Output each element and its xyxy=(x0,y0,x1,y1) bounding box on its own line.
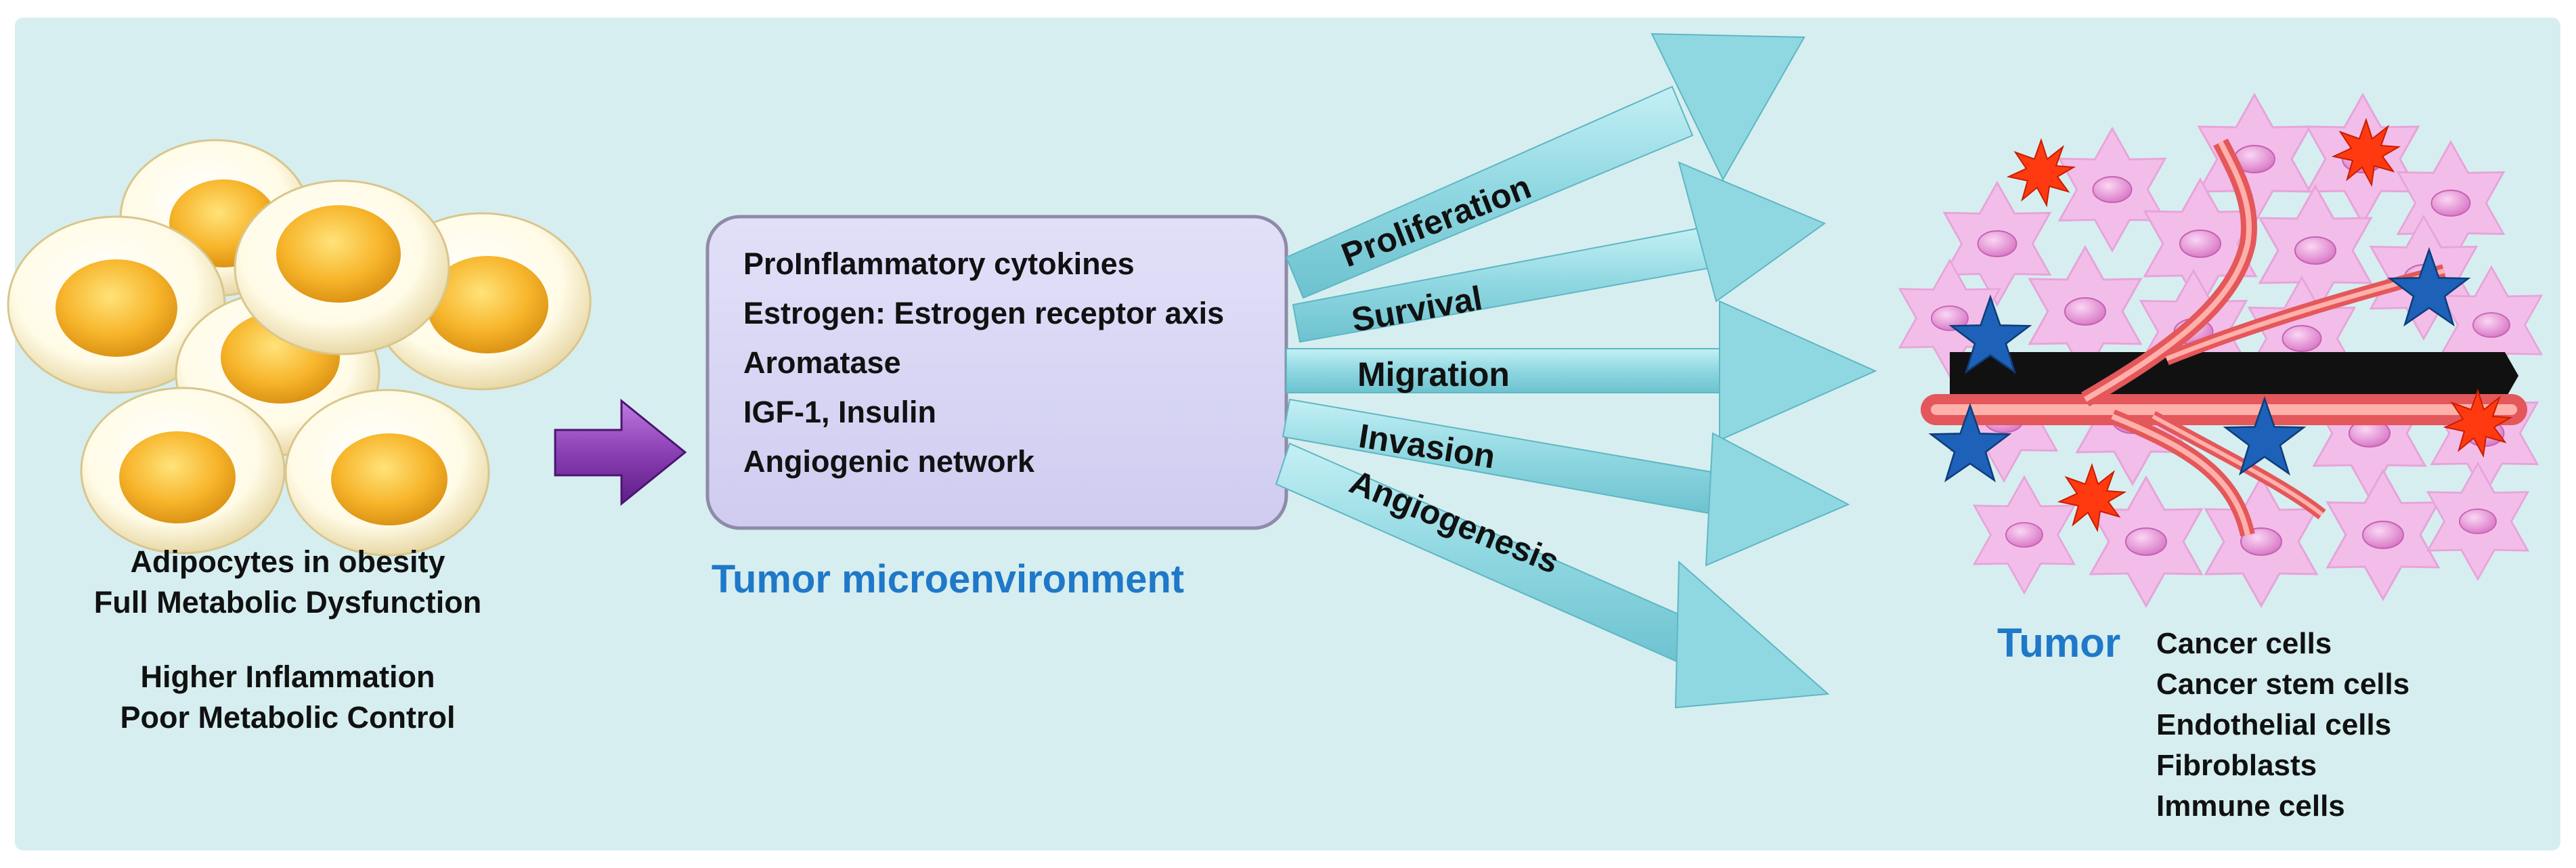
adipocyte-caption-line4: Poor Metabolic Control xyxy=(121,700,456,735)
effect-label-migration: Migration xyxy=(1357,355,1510,393)
tumor-components-list: Cancer cells Cancer stem cells Endotheli… xyxy=(2156,627,2409,823)
factor-item: ProInflammatory cytokines xyxy=(743,246,1135,281)
factor-item: IGF-1, Insulin xyxy=(743,395,936,429)
adipocyte-caption-line2: Full Metabolic Dysfunction xyxy=(94,585,482,620)
effect-arrow-migration xyxy=(1286,300,1877,441)
tumor-component: Endothelial cells xyxy=(2156,708,2391,741)
microenvironment-title: Tumor microenvironment xyxy=(712,557,1184,601)
effect-arrow-survival xyxy=(1292,161,1827,343)
adipocyte xyxy=(80,387,286,555)
adipocyte xyxy=(234,179,450,355)
effect-arrow-proliferation xyxy=(1285,32,1806,299)
adipocyte-cluster xyxy=(7,139,592,557)
adipocyte-caption-line1: Adipocytes in obesity xyxy=(130,544,445,579)
adipocyte xyxy=(7,215,226,394)
purple-arrow xyxy=(554,398,687,506)
tumor-component: Cancer stem cells xyxy=(2156,668,2409,701)
factor-item: Aromatase xyxy=(743,345,901,380)
tumor-illustration xyxy=(1898,93,2543,607)
adipocyte xyxy=(284,389,490,557)
tumor-title: Tumor xyxy=(1997,620,2120,666)
factor-item: Estrogen: Estrogen receptor axis xyxy=(743,296,1224,330)
effect-arrows xyxy=(1275,32,1877,709)
factor-item: Angiogenic network xyxy=(743,444,1035,479)
tumor-component: Fibroblasts xyxy=(2156,749,2317,782)
adipocyte-caption-line3: Higher Inflammation xyxy=(140,659,435,694)
microenvironment-list: ProInflammatory cytokines Estrogen: Estr… xyxy=(743,246,1224,479)
effect-arrow-invasion xyxy=(1282,398,1850,567)
tumor-component: Cancer cells xyxy=(2156,627,2332,660)
dark-vessel-band xyxy=(1950,352,2518,399)
tumor-component: Immune cells xyxy=(2156,789,2345,823)
effect-arrow-angiogenesis xyxy=(1275,442,1830,709)
